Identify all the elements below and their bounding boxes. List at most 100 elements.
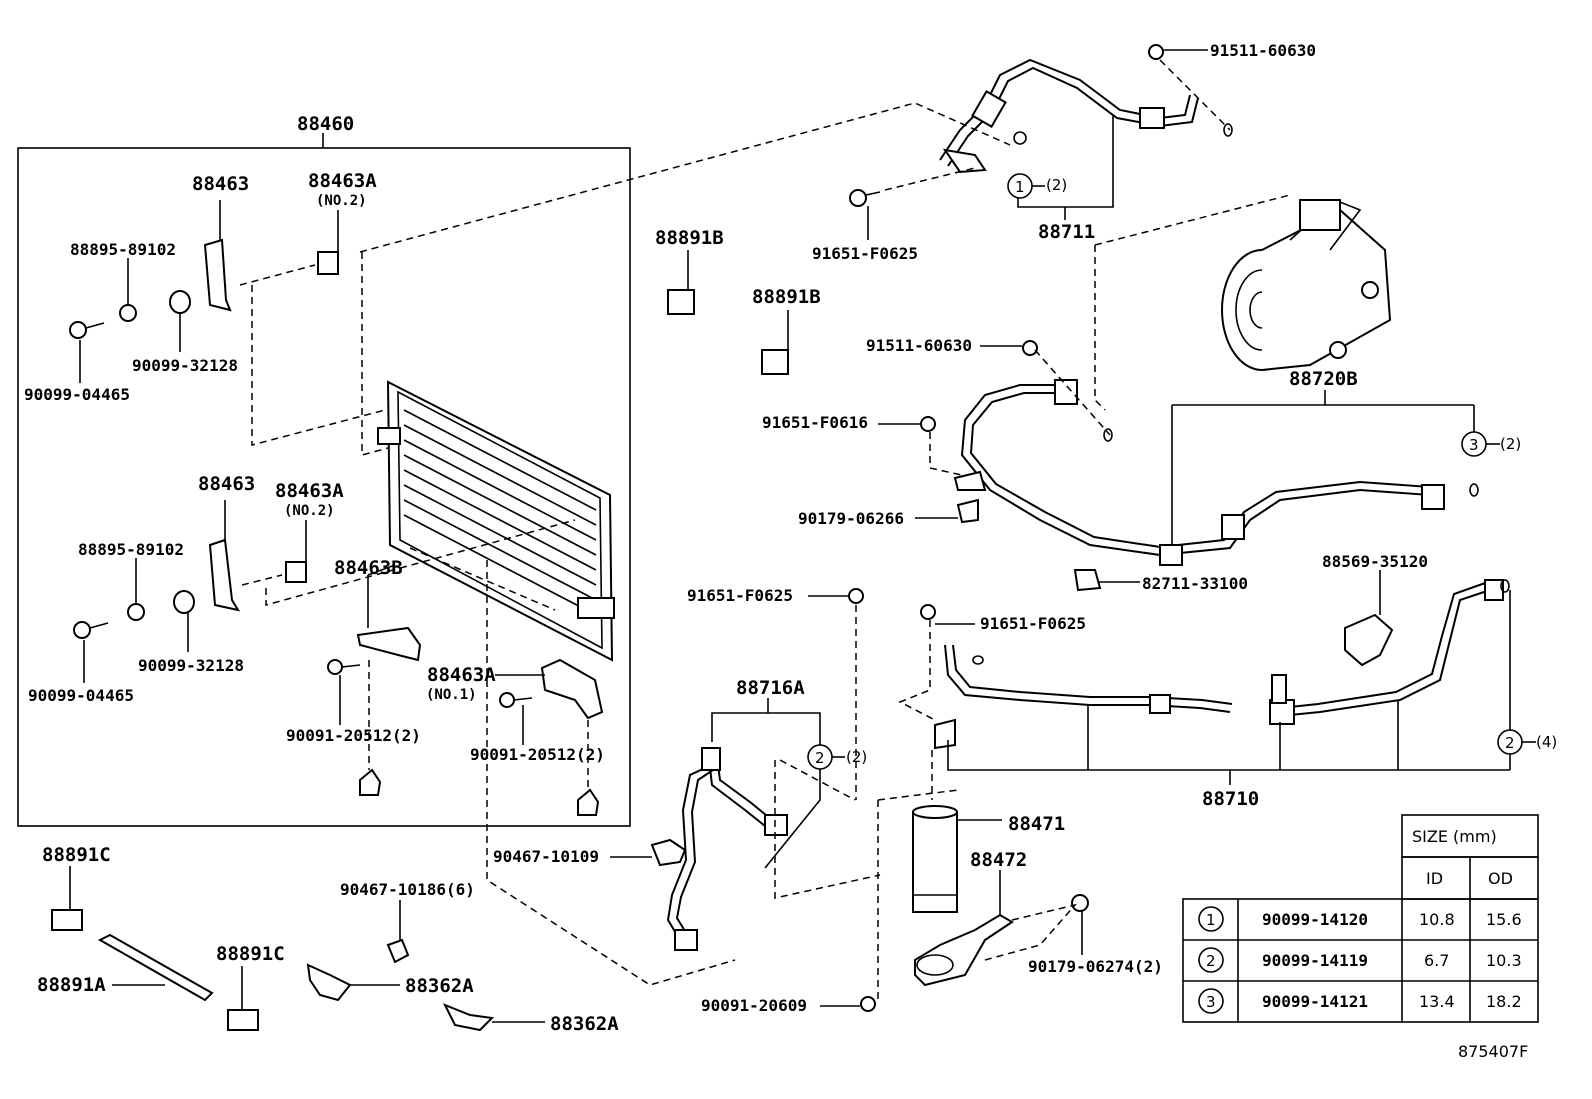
liquid-tube-88710 xyxy=(934,579,1504,750)
bolt-91511-top xyxy=(1148,44,1164,60)
svg-text:1: 1 xyxy=(1015,178,1025,196)
bolt-top xyxy=(69,321,87,339)
table-row-no: 2 xyxy=(1206,952,1216,970)
label-90099-04465-top: 90099-04465 xyxy=(24,385,130,404)
label-88895-top: 88895-89102 xyxy=(70,240,176,259)
bracket-88463B xyxy=(356,626,422,662)
svg-text:2: 2 xyxy=(815,749,825,767)
condenser xyxy=(377,380,615,662)
washer-bot xyxy=(127,603,145,621)
label-88463-top: 88463 xyxy=(192,173,249,195)
label-88463A-bot: 88463A xyxy=(275,480,344,502)
bolt-90091-a xyxy=(327,659,343,675)
seal-88891A xyxy=(97,933,214,1002)
seal-88891B-a xyxy=(667,289,695,315)
bolt-91651-top xyxy=(849,189,867,207)
table-row-no: 1 xyxy=(1206,911,1216,929)
label-90099-32128-top: 90099-32128 xyxy=(132,356,238,375)
label-88362A-a: 88362A xyxy=(405,975,474,997)
label-88463B: 88463B xyxy=(334,557,403,579)
label-88895-bot: 88895-89102 xyxy=(78,540,184,559)
table-row-part: 90099-14119 xyxy=(1262,951,1368,970)
clip-b xyxy=(577,788,600,816)
label-88710: 88710 xyxy=(1202,788,1259,810)
compressor xyxy=(1221,199,1392,371)
table-row-part: 90099-14121 xyxy=(1262,992,1368,1011)
label-88891B-a: 88891B xyxy=(655,227,724,249)
label-90179-06274: 90179-06274(2) xyxy=(1028,957,1163,976)
clamp-82711 xyxy=(1073,569,1102,592)
label-90467-10186: 90467-10186(6) xyxy=(340,880,475,899)
bracket-88463A-bot xyxy=(285,561,307,583)
label-90099-32128-bot: 90099-32128 xyxy=(138,656,244,675)
bracket-88569 xyxy=(1344,613,1394,667)
bracket-88463A-top xyxy=(317,251,339,275)
clamp-90467-10109 xyxy=(650,838,687,867)
bracket-88463A-no1 xyxy=(540,658,604,720)
bolt-90091-b xyxy=(499,692,515,708)
receiver-88471 xyxy=(912,805,958,913)
seal-88891C-a xyxy=(51,909,83,931)
label-88711: 88711 xyxy=(1038,221,1095,243)
table-row-od: 18.2 xyxy=(1486,992,1522,1011)
bolt-91651-a xyxy=(848,588,864,604)
label-88463A-no1: 88463A xyxy=(427,664,496,686)
bolt-91511-mid xyxy=(1022,340,1038,356)
table-col-id: ID xyxy=(1426,869,1443,888)
label-90467-10109: 90467-10109 xyxy=(493,847,599,866)
label-90091-20609: 90091-20609 xyxy=(701,996,807,1015)
label-88891C-b: 88891C xyxy=(216,943,285,965)
bolt-90091-20609 xyxy=(860,996,876,1012)
bolt-91651-b xyxy=(920,604,936,620)
label-82711-33100: 82711-33100 xyxy=(1142,574,1248,593)
label-88472: 88472 xyxy=(970,849,1027,871)
label-91651-F0625-top: 91651-F0625 xyxy=(812,244,918,263)
bracket-88362A-a xyxy=(306,963,352,1002)
circle-2a-qty: (2) xyxy=(846,748,867,766)
label-90091-20512-b: 90091-20512(2) xyxy=(470,745,605,764)
assembly-label: 88460 xyxy=(297,113,354,135)
label-91511-60630-top: 91511-60630 xyxy=(1210,41,1316,60)
label-91651-F0616: 91651-F0616 xyxy=(762,413,868,432)
table-header: SIZE (mm) xyxy=(1412,827,1497,846)
label-91511-60630-mid: 91511-60630 xyxy=(866,336,972,355)
size-table: SIZE (mm) ID OD 1 90099-14120 10.8 15.6 … xyxy=(1182,814,1539,1023)
circle-3-qty: (2) xyxy=(1500,435,1521,453)
table-row-od: 15.6 xyxy=(1486,910,1522,929)
discharge-hose-88711 xyxy=(939,58,1199,174)
label-88463A-top: 88463A xyxy=(308,170,377,192)
bracket-88463-top xyxy=(203,238,232,312)
seal-88891B-b xyxy=(761,349,789,375)
table-row-id: 13.4 xyxy=(1419,992,1455,1011)
label-88891A: 88891A xyxy=(37,974,106,996)
label-90099-04465-bot: 90099-04465 xyxy=(28,686,134,705)
grommet-top xyxy=(169,290,191,314)
label-88569-35120: 88569-35120 xyxy=(1322,552,1428,571)
bracket-88463-bot xyxy=(208,538,241,612)
label-88362A-b: 88362A xyxy=(550,1013,619,1035)
label-no2-bot: (NO.2) xyxy=(284,503,335,519)
table-row-id: 6.7 xyxy=(1424,951,1449,970)
bracket-88472 xyxy=(914,913,1014,987)
label-88463-bot: 88463 xyxy=(198,473,255,495)
label-90179-06266: 90179-06266 xyxy=(798,509,904,528)
grommet-bot xyxy=(173,590,195,614)
assembly-box xyxy=(17,147,631,827)
grommet-90179-06266 xyxy=(956,498,979,524)
label-88471: 88471 xyxy=(1008,813,1065,835)
label-88891C-a: 88891C xyxy=(42,844,111,866)
label-91651-F0625-b: 91651-F0625 xyxy=(980,614,1086,633)
grommet-90179-06274 xyxy=(1071,894,1089,912)
seal-88891C-b xyxy=(227,1009,259,1031)
tube-88716A xyxy=(666,747,788,951)
label-88716A: 88716A xyxy=(736,677,805,699)
label-no1: (NO.1) xyxy=(426,687,477,703)
bracket-88362A-b xyxy=(442,1003,495,1032)
label-88720B: 88720B xyxy=(1289,368,1358,390)
bolt-bot xyxy=(73,621,91,639)
washer-top xyxy=(119,304,137,322)
svg-text:3: 3 xyxy=(1469,436,1479,454)
table-row-no: 3 xyxy=(1206,993,1216,1011)
label-88891B-b: 88891B xyxy=(752,286,821,308)
